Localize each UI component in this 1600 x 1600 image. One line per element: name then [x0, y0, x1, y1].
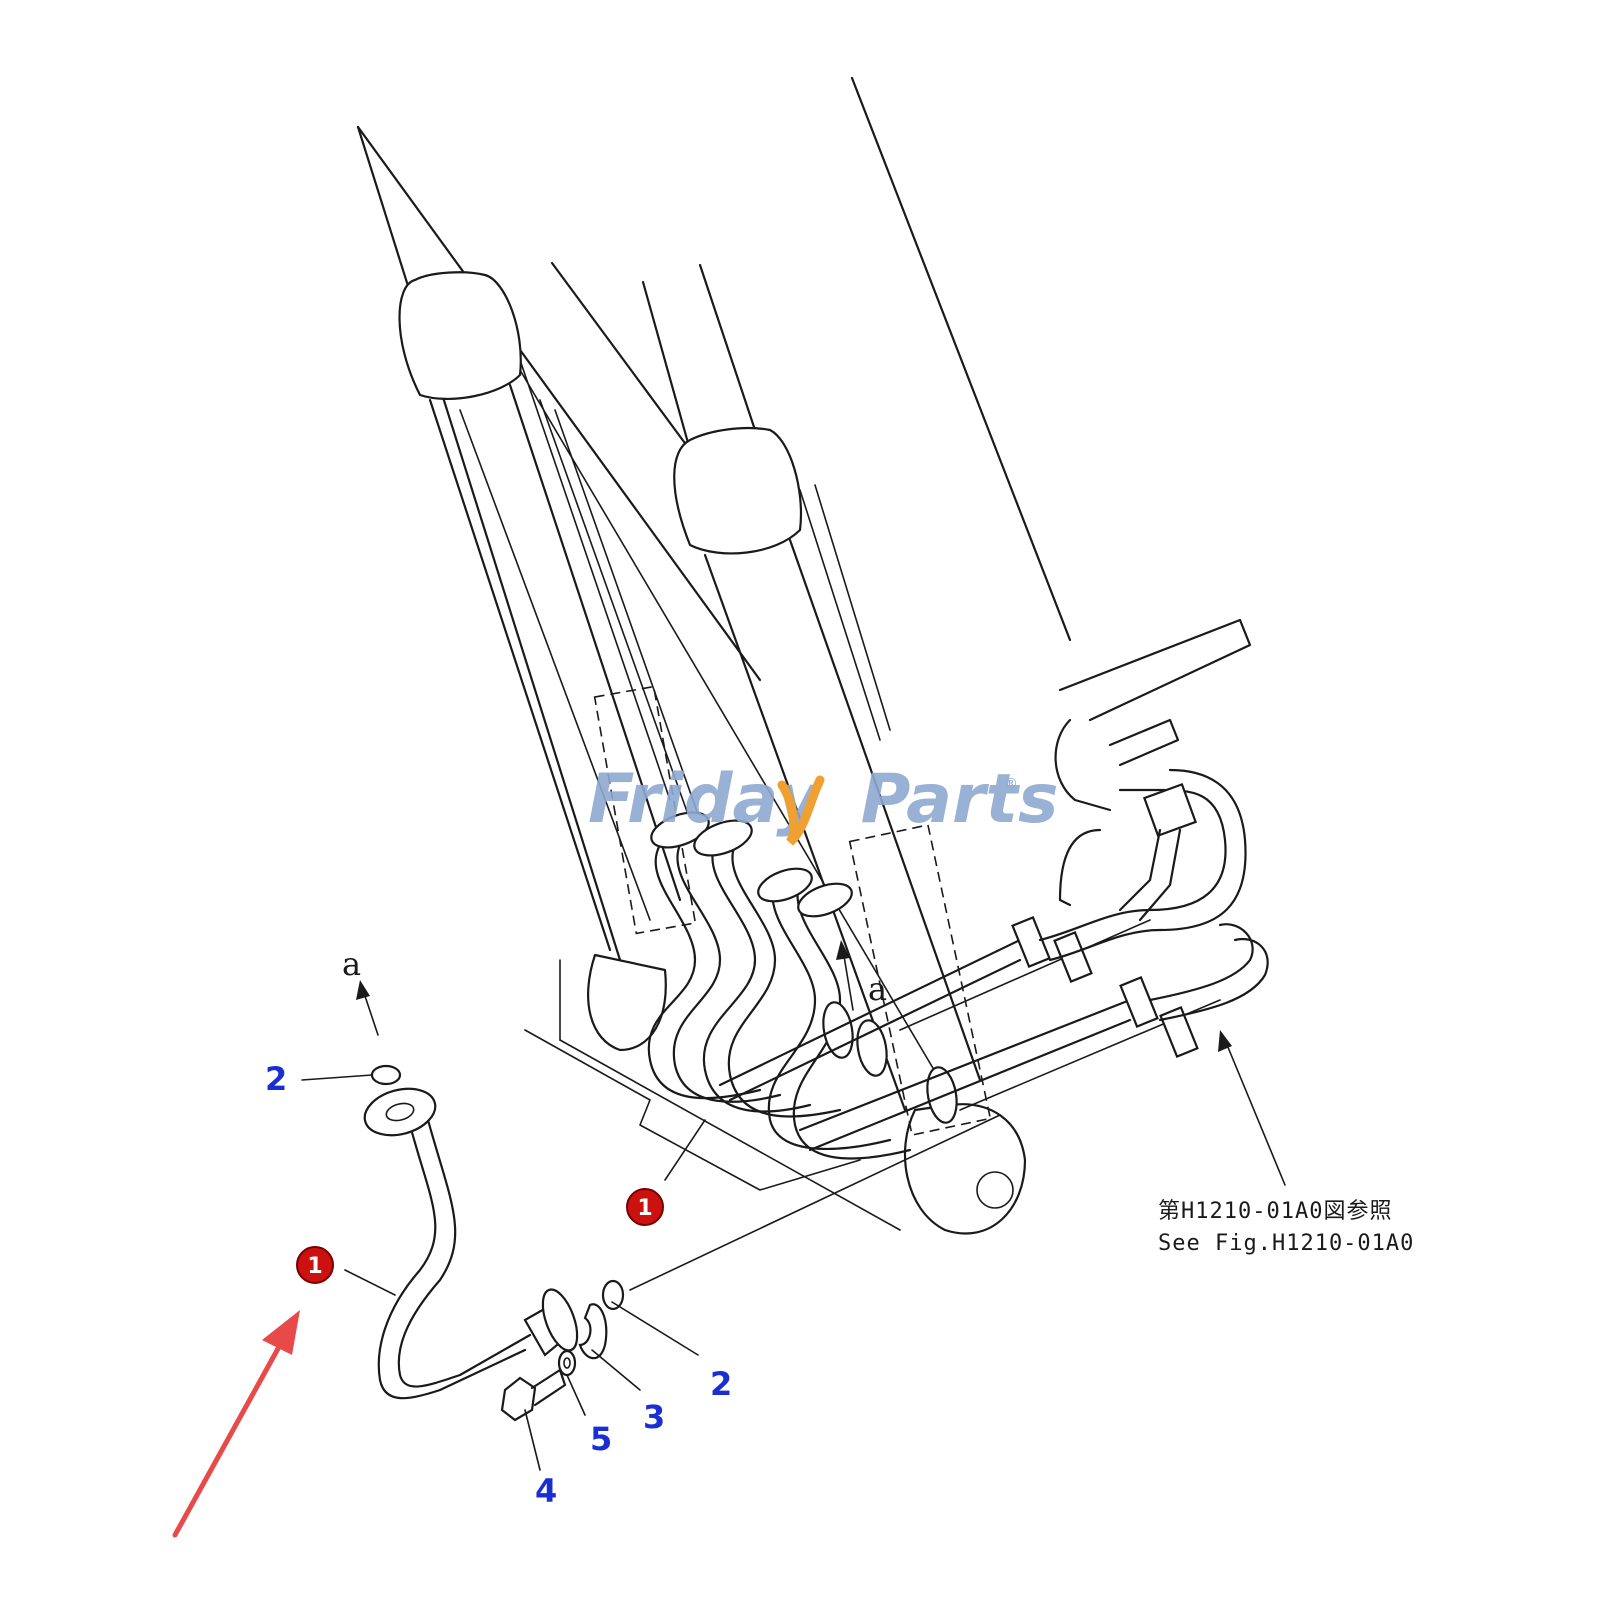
washer-hole — [563, 1357, 571, 1369]
watermark-text: Friday Parts — [588, 760, 1059, 839]
callout-5: 5 — [590, 1420, 612, 1458]
watermark-registered: ® — [1004, 776, 1018, 792]
part-4-bolt — [500, 1368, 567, 1422]
red-pointer-arrow — [172, 1310, 300, 1538]
callout-badge-1-lower: 1 — [296, 1246, 334, 1284]
callout-3: 3 — [643, 1398, 665, 1436]
base-bracket — [524, 685, 992, 1231]
part-5-washer — [557, 1349, 577, 1377]
leader-pipe — [629, 1114, 1001, 1291]
watermark-swoosh — [777, 775, 825, 846]
watermark-brand-left: Friday — [588, 760, 823, 839]
part-3-split-flange — [578, 1303, 608, 1360]
see-fig-note-japanese: 第H1210-01A0図参照 — [1158, 1199, 1392, 1224]
ref-letter-a-left: a — [342, 945, 361, 983]
right-cylinder — [673, 426, 1027, 1235]
callout-badge-1-upper-label: 1 — [637, 1196, 652, 1221]
hose-bundle — [647, 811, 958, 1160]
boom-structure — [356, 76, 1072, 1081]
part-2-oring-top — [370, 1064, 402, 1086]
right-pipes — [718, 618, 1269, 1152]
callout-badge-1-upper: 1 — [626, 1188, 664, 1226]
callout-4: 4 — [535, 1472, 557, 1510]
left-cylinder — [398, 271, 682, 1052]
watermark-brand-right: Parts — [861, 760, 1059, 839]
see-fig-note-english: See Fig.H1210-01A0 — [1158, 1231, 1414, 1256]
callout-badge-1-lower-label: 1 — [307, 1254, 322, 1279]
part-2-oring-bottom — [601, 1279, 625, 1311]
part-1-hose — [363, 1087, 579, 1400]
callout-2-top: 2 — [265, 1060, 287, 1098]
callout-2-bottom: 2 — [710, 1365, 732, 1403]
ref-letter-a-right: a — [868, 970, 887, 1008]
leader-lines — [301, 940, 1286, 1471]
